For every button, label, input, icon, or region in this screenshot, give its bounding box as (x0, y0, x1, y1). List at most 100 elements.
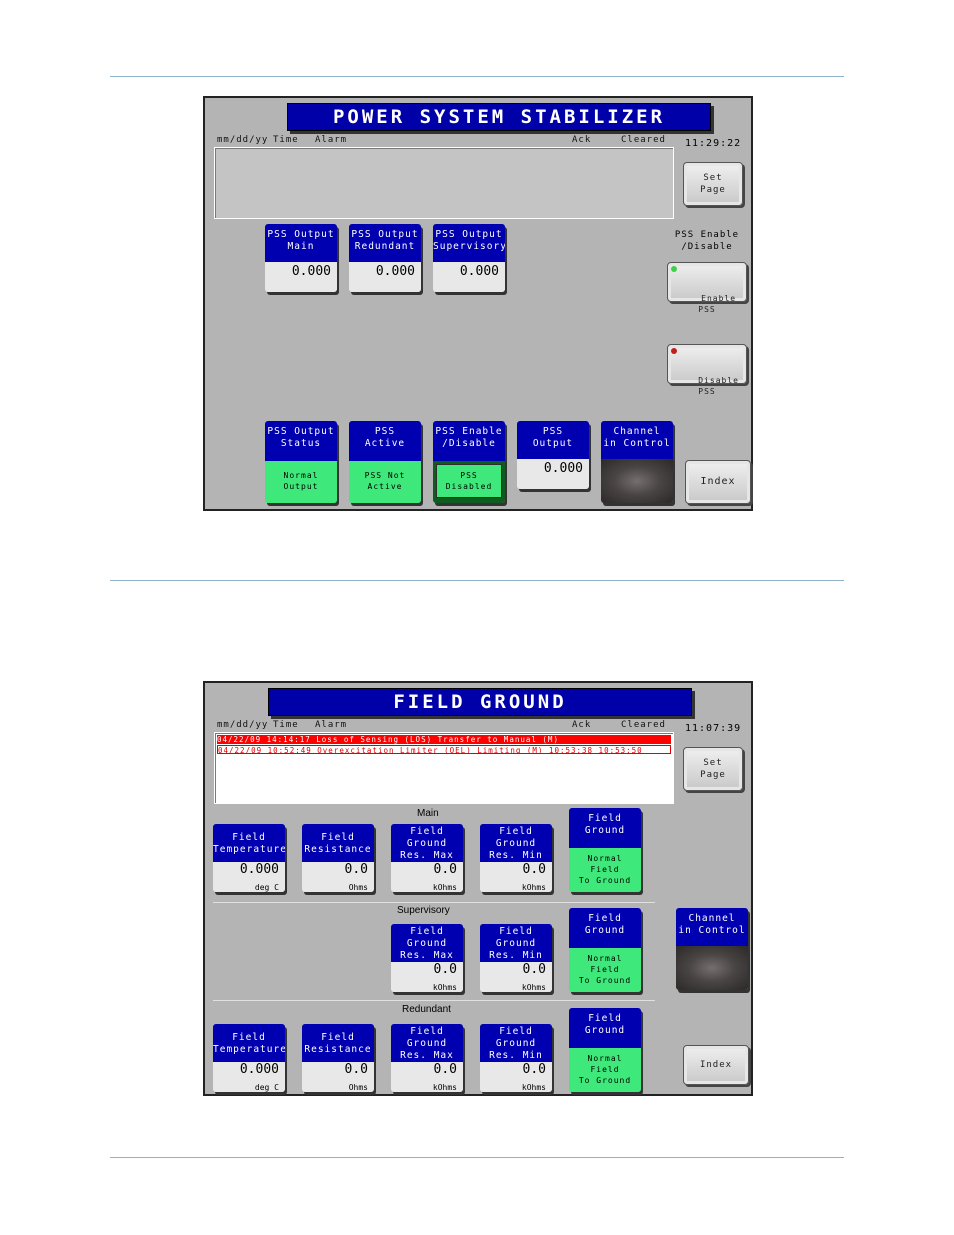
clock: 11:29:22 (685, 138, 742, 149)
alarm-list[interactable] (214, 147, 674, 219)
value-text: 0.0 (433, 1062, 457, 1077)
value-text: 0.0 (433, 862, 457, 877)
tile-label: Field Temperature (213, 824, 285, 862)
value-text: 0.0 (344, 1062, 368, 1077)
alarm-row-active[interactable]: 04/22/09 14:14:17 Loss of Sensing (LOS) … (217, 735, 671, 744)
tile-label: PSS Output Main (265, 224, 337, 262)
value-unit: kOhms (432, 983, 457, 992)
tile-value: 0.0 kOhms (480, 862, 552, 892)
tile-label: PSS Output Redundant (349, 224, 421, 262)
status-value: Normal Output (265, 461, 337, 503)
header-ack: Ack (572, 720, 592, 730)
sup-ground-res-max-tile: Field Ground Res. Max 0.0 kOhms (391, 924, 463, 992)
value-unit: kOhms (432, 883, 457, 892)
tile-value: 0.000 (433, 262, 505, 292)
header-time: Time (273, 720, 299, 730)
disable-pss-button[interactable]: Disable PSS (667, 344, 747, 396)
tile-label: Field Temperature (213, 1024, 285, 1062)
tile-label: Field Ground Res. Min (480, 1024, 552, 1062)
section-divider (213, 1000, 655, 1001)
tile-label: PSS Output Status (265, 421, 337, 461)
button-label: Enable PSS (698, 294, 737, 314)
page-rule-middle (110, 580, 844, 581)
enable-pss-button[interactable]: Enable PSS (667, 262, 747, 314)
main-ground-res-min-tile: Field Ground Res. Min 0.0 kOhms (480, 824, 552, 892)
tile-label: Field Ground (569, 908, 641, 948)
header-alarm: Alarm (315, 135, 348, 145)
main-field-ground-status-tile: Field Ground Normal Field To Ground (569, 808, 641, 892)
header-cleared: Cleared (621, 135, 666, 145)
value-unit: kOhms (521, 983, 546, 992)
section-label-main: Main (417, 808, 439, 819)
tile-value: 0.000 (265, 262, 337, 292)
tile-label: PSS Output (517, 421, 589, 459)
main-ground-res-max-tile: Field Ground Res. Max 0.0 kOhms (391, 824, 463, 892)
pss-output-tile: PSS Output 0.000 (517, 421, 589, 489)
tile-label: Field Resistance (302, 824, 374, 862)
alarm-row-cleared[interactable]: 04/22/09 10:52:49 Overexcitation Limiter… (217, 745, 671, 754)
tile-value: 0.000 (517, 459, 589, 489)
header-date: mm/dd/yy (217, 720, 269, 730)
header-time: Time (273, 135, 299, 145)
tile-label: Field Ground Res. Max (391, 924, 463, 962)
page-rule-bottom (110, 1157, 844, 1158)
tile-label: Field Resistance (302, 1024, 374, 1062)
alarm-list[interactable]: 04/22/09 14:14:17 Loss of Sensing (LOS) … (214, 732, 674, 804)
button-label: Disable PSS (698, 376, 739, 396)
status-value-frame: PSS Disabled (433, 461, 505, 503)
header-cleared: Cleared (621, 720, 666, 730)
tile-label: Channel in Control (676, 908, 748, 946)
index-button[interactable]: Index (685, 460, 751, 504)
value-unit: Ohms (348, 883, 368, 892)
main-field-temperature-tile: Field Temperature 0.000 deg C (213, 824, 285, 892)
page-rule-top (110, 76, 844, 77)
status-led-icon (671, 266, 677, 272)
tile-label: PSS Output Supervisory (433, 224, 505, 262)
status-led-icon (671, 348, 677, 354)
tile-label: Field Ground Res. Max (391, 1024, 463, 1062)
channel-in-control-tile: Channel in Control (601, 421, 673, 503)
red-field-ground-status-tile: Field Ground Normal Field To Ground (569, 1008, 641, 1092)
tile-label: Field Ground Res. Min (480, 924, 552, 962)
tile-label: Field Ground (569, 808, 641, 848)
tile-label: PSS Enable /Disable (433, 421, 505, 461)
value-unit: deg C (254, 883, 279, 892)
channel-in-control-tile: Channel in Control (676, 908, 748, 990)
value-text: 0.000 (543, 461, 583, 476)
pss-output-status-tile: PSS Output Status Normal Output (265, 421, 337, 503)
value-unit: kOhms (521, 883, 546, 892)
set-page-button[interactable]: Set Page (683, 747, 743, 791)
header-alarm: Alarm (315, 720, 348, 730)
tile-value: 0.0 kOhms (480, 962, 552, 992)
field-ground-screen: FIELD GROUND mm/dd/yy Time Alarm Ack Cle… (203, 681, 753, 1096)
value-text: 0.0 (433, 962, 457, 977)
pss-enable-label: PSS Enable /Disable (674, 230, 740, 252)
value-unit: Ohms (348, 1083, 368, 1092)
sup-ground-res-min-tile: Field Ground Res. Min 0.0 kOhms (480, 924, 552, 992)
value-text: 0.0 (522, 962, 546, 977)
value-text: 0.0 (522, 862, 546, 877)
value-text: 0.000 (239, 862, 279, 877)
tile-label: Field Ground Res. Max (391, 824, 463, 862)
page-title: POWER SYSTEM STABILIZER (287, 103, 711, 131)
pss-output-redundant-tile: PSS Output Redundant 0.000 (349, 224, 421, 292)
pss-screen: POWER SYSTEM STABILIZER mm/dd/yy Time Al… (203, 96, 753, 511)
value-unit: kOhms (521, 1083, 546, 1092)
set-page-button[interactable]: Set Page (683, 162, 743, 206)
index-button[interactable]: Index (683, 1045, 749, 1085)
tile-value: 0.0 kOhms (391, 862, 463, 892)
pss-output-main-tile: PSS Output Main 0.000 (265, 224, 337, 292)
value-text: 0.000 (239, 1062, 279, 1077)
status-value: Normal Field To Ground (569, 1048, 641, 1092)
value-text: 0.000 (375, 264, 415, 279)
tile-label: Field Ground Res. Min (480, 824, 552, 862)
